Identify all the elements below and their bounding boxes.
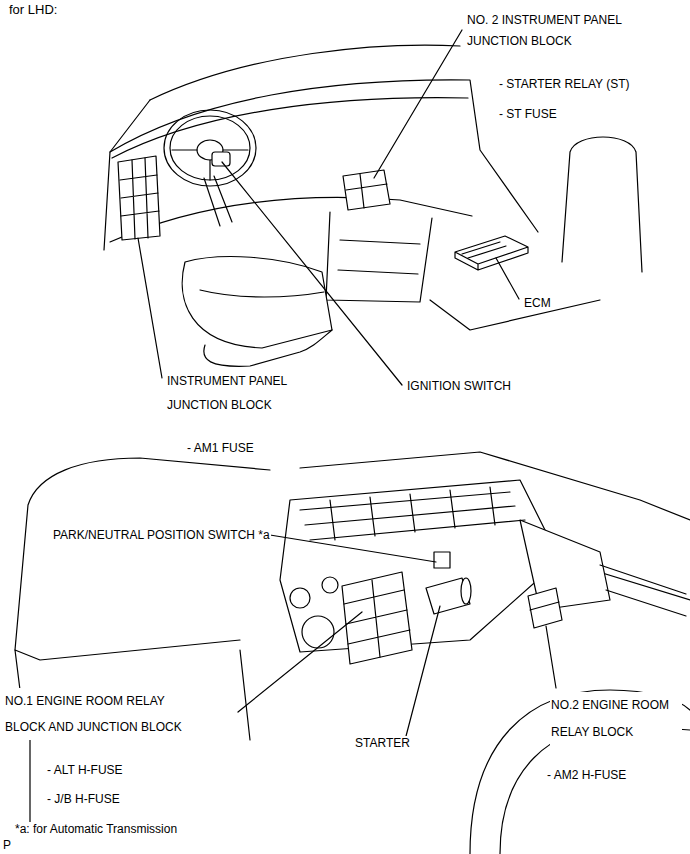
body-front-lower xyxy=(15,640,240,690)
dashboard-face xyxy=(112,98,468,158)
part-label: PARK/NEUTRAL POSITION SWITCH *a xyxy=(52,528,271,542)
leader-line xyxy=(270,535,436,562)
idler-pulley xyxy=(322,577,338,593)
leader-line xyxy=(496,258,519,299)
driver-seat-back xyxy=(204,330,332,366)
seat-line xyxy=(200,290,324,297)
ip-junction-block xyxy=(118,156,160,240)
ignition-switch xyxy=(212,152,230,166)
part-label: NO.1 ENGINE ROOM RELAY BLOCK AND JUNCTIO… xyxy=(4,688,186,740)
no2-relay-detail xyxy=(530,602,559,610)
ecm-unit xyxy=(455,236,528,270)
leader-line xyxy=(222,162,402,385)
wheel-arch-outer xyxy=(470,690,690,854)
no1-engine-room-block xyxy=(342,572,412,664)
passenger-seat-back xyxy=(562,137,642,272)
park-neutral-switch xyxy=(434,552,450,568)
part-label: - J/B H-FUSE xyxy=(46,792,121,806)
dashboard-top xyxy=(110,80,538,232)
leader-line xyxy=(546,626,556,688)
page-mark: P xyxy=(2,838,12,852)
steering-wheel-rim xyxy=(170,116,250,180)
title: for LHD: xyxy=(8,3,58,17)
part-label: IGNITION SWITCH xyxy=(406,379,512,393)
engine-block xyxy=(280,480,560,652)
part-label: - STARTER RELAY (ST) xyxy=(498,77,630,91)
ip-junction-grid xyxy=(120,158,159,239)
part-label: ECM xyxy=(523,296,552,310)
floor-line xyxy=(430,300,600,330)
console-detail xyxy=(338,240,420,274)
windshield-edge xyxy=(150,45,460,100)
steering-column xyxy=(204,176,232,226)
starter-motor xyxy=(426,578,470,614)
part-label: NO.2 ENGINE ROOM RELAY BLOCK xyxy=(550,692,682,746)
alternator-pulley xyxy=(290,588,310,608)
part-label: NO. 2 INSTRUMENT PANEL JUNCTION BLOCK xyxy=(466,10,638,52)
part-label: STARTER xyxy=(354,736,411,750)
part-label: - ALT H-FUSE xyxy=(46,763,124,777)
leader-line xyxy=(238,612,362,712)
part-label: - AM1 FUSE xyxy=(186,441,255,455)
part-label: - ST FUSE xyxy=(498,107,558,121)
starter-end xyxy=(461,578,471,604)
center-console xyxy=(326,212,432,302)
intake-detail xyxy=(330,487,495,540)
crank-pulley xyxy=(302,616,334,648)
body-front xyxy=(15,458,270,650)
dashboard-lower xyxy=(110,197,472,242)
steering-wheel xyxy=(164,110,256,186)
part-label: - AM2 H-FUSE xyxy=(546,768,627,782)
leader-line xyxy=(138,238,162,378)
no2-engine-room-relay-block xyxy=(528,588,562,628)
no2-ip-junction-detail xyxy=(346,174,387,208)
part-label: INSTRUMENT PANEL JUNCTION BLOCK xyxy=(166,369,303,417)
leader-line xyxy=(374,30,462,178)
ecm-connector xyxy=(462,242,506,258)
grille-line xyxy=(30,650,250,830)
leader-line xyxy=(405,606,440,740)
note-text: *a: for Automatic Transmission xyxy=(14,822,178,836)
propeller-shaft xyxy=(600,565,686,616)
steering-spokes xyxy=(172,150,248,180)
no2-ip-junction-block xyxy=(343,170,390,210)
